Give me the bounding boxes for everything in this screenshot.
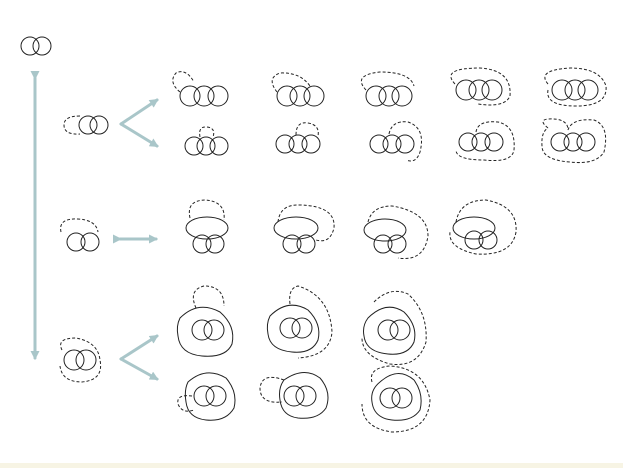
row2-variant-4 — [449, 199, 517, 255]
row1-top-1 — [172, 71, 229, 107]
row1-top-4 — [450, 67, 511, 106]
row3-top-3 — [361, 290, 427, 366]
row3-bottom-3 — [361, 365, 431, 433]
row2-variant-2 — [273, 204, 335, 254]
row1-bottom-1 — [184, 126, 229, 156]
row1-top-2 — [271, 72, 325, 107]
seed-pair — [20, 36, 52, 56]
row1-bottom-4 — [455, 121, 515, 161]
fork-arrow-row-1 — [119, 98, 159, 148]
row3-top-2 — [266, 285, 333, 359]
row3-top-1 — [176, 285, 234, 357]
row1-bottom-3 — [369, 121, 422, 162]
row3-bottom-2 — [259, 372, 329, 419]
bottom-band — [0, 463, 623, 468]
row1-bottom-5 — [541, 118, 607, 163]
arrows — [30, 71, 159, 381]
row3-bottom-1 — [177, 372, 236, 421]
row3-source — [59, 337, 102, 383]
row1-bottom-2 — [275, 122, 321, 154]
row1-top-5 — [544, 67, 607, 107]
row2-variant-3 — [363, 205, 429, 260]
row2-variant-1 — [185, 199, 229, 254]
fork-arrow-row-3 — [119, 334, 159, 381]
row2-source — [60, 218, 100, 252]
row1-top-3 — [360, 71, 415, 107]
row1-source — [63, 115, 109, 135]
